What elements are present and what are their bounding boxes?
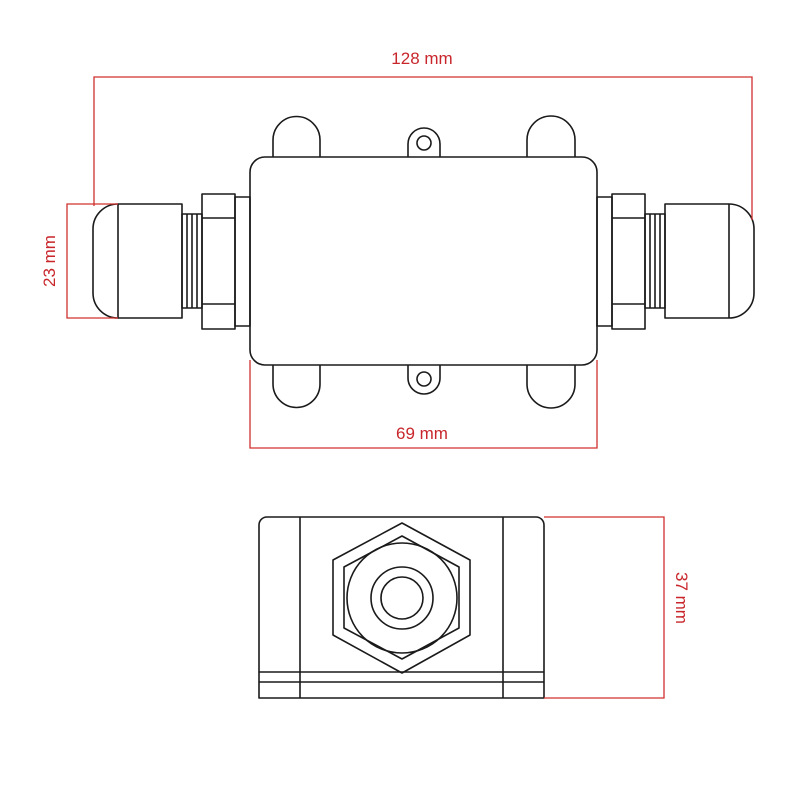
- dimension-label-gland: 23 mm: [40, 235, 59, 287]
- left-cable-gland: [92, 193, 251, 330]
- dimension-line-gland: [66, 203, 118, 319]
- mounting-ear: [407, 365, 441, 395]
- mounting-tab: [272, 115, 321, 157]
- mounting-tab: [526, 365, 576, 409]
- seal-ring: [370, 566, 434, 630]
- mounting-ear: [407, 127, 441, 157]
- mounting-hole: [416, 135, 432, 151]
- dimension-label-height: 37 mm: [672, 572, 691, 624]
- right-cable-gland: [596, 193, 755, 330]
- top-view: 128 mm 23 mm 69 mm: [40, 49, 755, 449]
- gland-cap-circle: [346, 542, 458, 654]
- end-view: 37 mm: [258, 516, 691, 699]
- dimension-label-overall: 128 mm: [391, 49, 452, 68]
- enclosure-body: [249, 156, 598, 366]
- dimension-line-overall: [93, 76, 753, 220]
- hex-nut-inner: [343, 535, 460, 660]
- dimension-label-body: 69 mm: [396, 424, 448, 443]
- mounting-tab: [526, 115, 576, 157]
- cable-hole: [380, 576, 424, 620]
- dimension-line-body: [249, 360, 598, 449]
- end-view-outline: [258, 516, 545, 699]
- mounting-tab: [272, 365, 321, 409]
- hex-nut-outer: [332, 522, 471, 674]
- dimension-line-height: [544, 516, 665, 699]
- mounting-hole: [416, 371, 432, 387]
